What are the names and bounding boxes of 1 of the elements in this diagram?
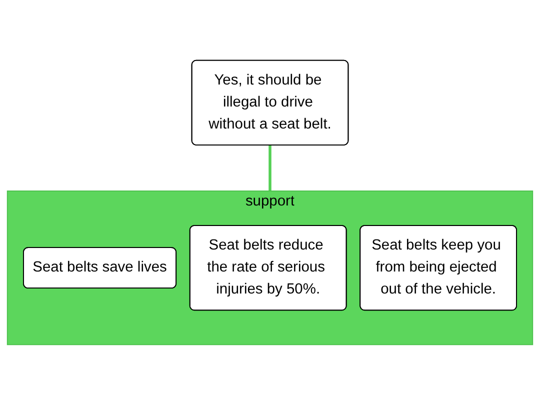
connector <box>268 145 272 191</box>
